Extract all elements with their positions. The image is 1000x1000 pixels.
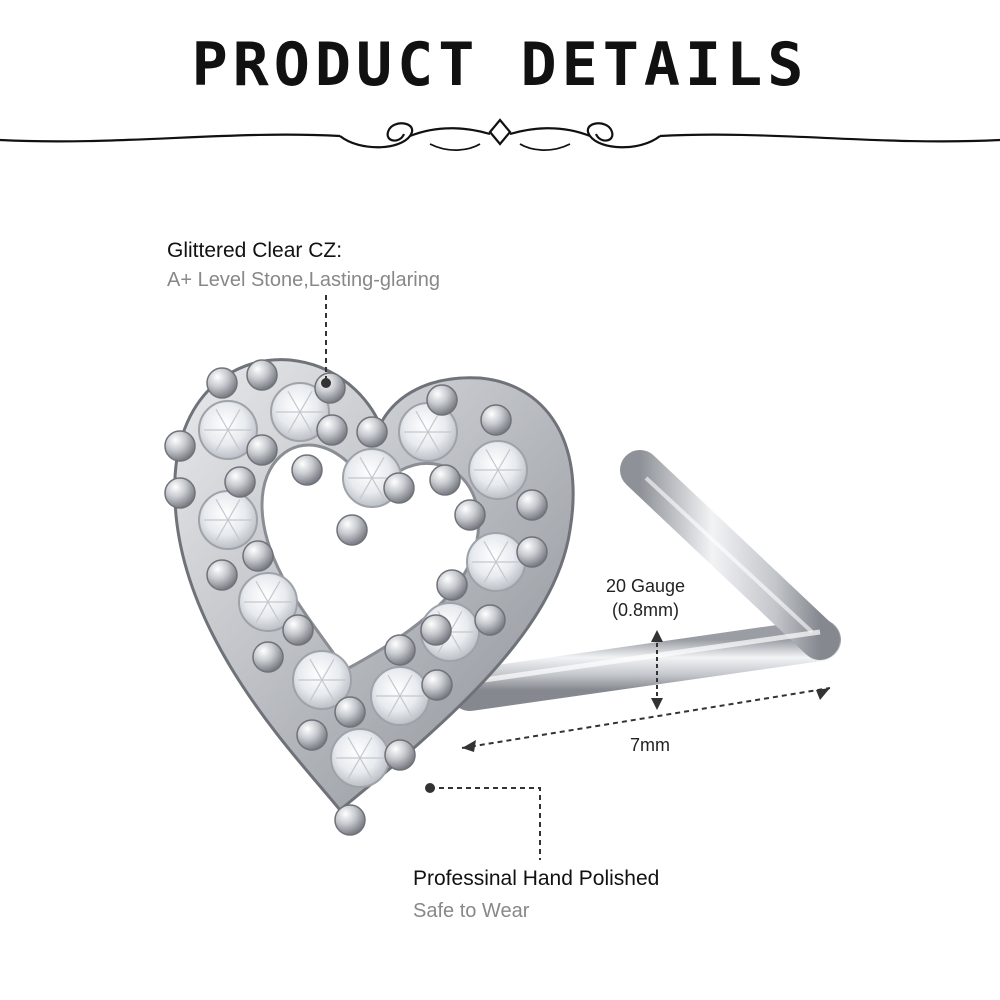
- prong-bead: [356, 416, 388, 448]
- cz-stone-facet: [309, 679, 323, 702]
- cz-stone-facet: [483, 540, 497, 563]
- prong-bead: [246, 359, 278, 391]
- cz-stone-facet: [287, 411, 301, 434]
- cz-stone-facet: [227, 408, 241, 431]
- prong-bead: [242, 540, 274, 572]
- prong-bead: [314, 372, 346, 404]
- polish-callout-dot: [425, 783, 435, 793]
- prong-bead: [384, 739, 416, 771]
- cz-stone-facet: [299, 390, 313, 413]
- prong-bead: [334, 696, 366, 728]
- cz-stone-facet: [359, 757, 373, 780]
- cz-stone-facet: [267, 580, 281, 603]
- cz-stone-facet: [387, 674, 401, 697]
- gauge-dimension: [651, 630, 663, 710]
- prong-bead: [436, 569, 468, 601]
- prong-bead: [246, 434, 278, 466]
- cz-stone-facet: [299, 411, 313, 434]
- cz-stone-facet: [227, 429, 241, 452]
- stone-callout: Glittered Clear CZ: A+ Level Stone,Lasti…: [167, 238, 440, 293]
- l-shape-pin: [449, 450, 841, 711]
- polish-callout-subtitle: Safe to Wear: [413, 900, 530, 922]
- prong-beads: [164, 359, 548, 836]
- cz-stone-facet: [255, 601, 269, 624]
- prong-bead: [164, 477, 196, 509]
- cz-stone-facet: [359, 456, 373, 479]
- gauge-label: 20 Gauge (0.8mm): [588, 574, 703, 622]
- cz-stone-facet: [321, 658, 335, 681]
- cz-stone-facet: [399, 674, 413, 697]
- stone-callout-title: Glittered Clear CZ:: [167, 239, 343, 262]
- cz-stone-facet: [359, 736, 373, 759]
- cz-stone-facet: [497, 469, 511, 492]
- cz-stone-facet: [267, 601, 281, 624]
- prong-bead: [164, 430, 196, 462]
- gauge-label-line1: 20 Gauge: [605, 576, 686, 596]
- cz-stone-facet: [215, 498, 229, 521]
- polish-callout-line: [430, 787, 541, 860]
- gauge-label-line2: (0.8mm): [612, 600, 679, 620]
- prong-bead: [384, 634, 416, 666]
- cz-stone-facet: [387, 695, 401, 718]
- prong-bead: [291, 454, 323, 486]
- cz-stone-facet: [215, 519, 229, 542]
- polish-callout: Professinal Hand Polished Safe to Wear: [413, 866, 659, 924]
- prong-bead: [420, 614, 452, 646]
- cz-stone-facet: [427, 431, 441, 454]
- prong-bead: [206, 367, 238, 399]
- cz-stone-facet: [347, 736, 361, 759]
- prong-bead: [454, 499, 486, 531]
- prong-bead: [282, 614, 314, 646]
- stone-callout-subtitle: A+ Level Stone,Lasting-glaring: [167, 269, 440, 291]
- cz-stone-facet: [347, 757, 361, 780]
- prong-bead: [336, 514, 368, 546]
- prong-bead: [334, 804, 366, 836]
- prong-bead: [206, 559, 238, 591]
- cz-stone-facet: [483, 561, 497, 584]
- prong-bead: [421, 669, 453, 701]
- page-title: PRODUCT DETAILS: [191, 30, 809, 100]
- decorative-divider: [0, 118, 1000, 151]
- cz-stone-facet: [371, 477, 385, 500]
- prong-bead: [426, 384, 458, 416]
- cz-stone-facet: [309, 658, 323, 681]
- cz-stone-facet: [255, 580, 269, 603]
- prong-bead: [429, 464, 461, 496]
- cz-stone-facet: [321, 679, 335, 702]
- stone-callout-dot: [321, 378, 331, 388]
- prong-bead: [252, 641, 284, 673]
- cz-stone-facet: [495, 540, 509, 563]
- prong-bead: [474, 604, 506, 636]
- cz-stone-facet: [287, 390, 301, 413]
- cz-stone-facet: [399, 695, 413, 718]
- cz-stone-facet: [485, 469, 499, 492]
- cz-stone-facet: [485, 448, 499, 471]
- cz-stone-facet: [215, 429, 229, 452]
- cz-stone-facet: [227, 498, 241, 521]
- prong-bead: [480, 404, 512, 436]
- cz-stone-facet: [415, 431, 429, 454]
- cz-stone-facet: [215, 408, 229, 431]
- cz-stone-facet: [497, 448, 511, 471]
- length-label: 7mm: [630, 735, 670, 755]
- cz-stone-facet: [359, 477, 373, 500]
- polish-callout-title: Professinal Hand Polished: [413, 867, 660, 890]
- cz-stone-facet: [371, 456, 385, 479]
- prong-bead: [516, 489, 548, 521]
- prong-bead: [224, 466, 256, 498]
- cz-stone-facet: [449, 610, 463, 633]
- prong-bead: [516, 536, 548, 568]
- cz-stone-facet: [415, 410, 429, 433]
- cz-stone-facet: [449, 631, 463, 654]
- prong-bead: [316, 414, 348, 446]
- length-dimension: [461, 687, 831, 752]
- prong-bead: [383, 472, 415, 504]
- cz-stone-facet: [495, 561, 509, 584]
- prong-bead: [296, 719, 328, 751]
- cz-stone-facet: [227, 519, 241, 542]
